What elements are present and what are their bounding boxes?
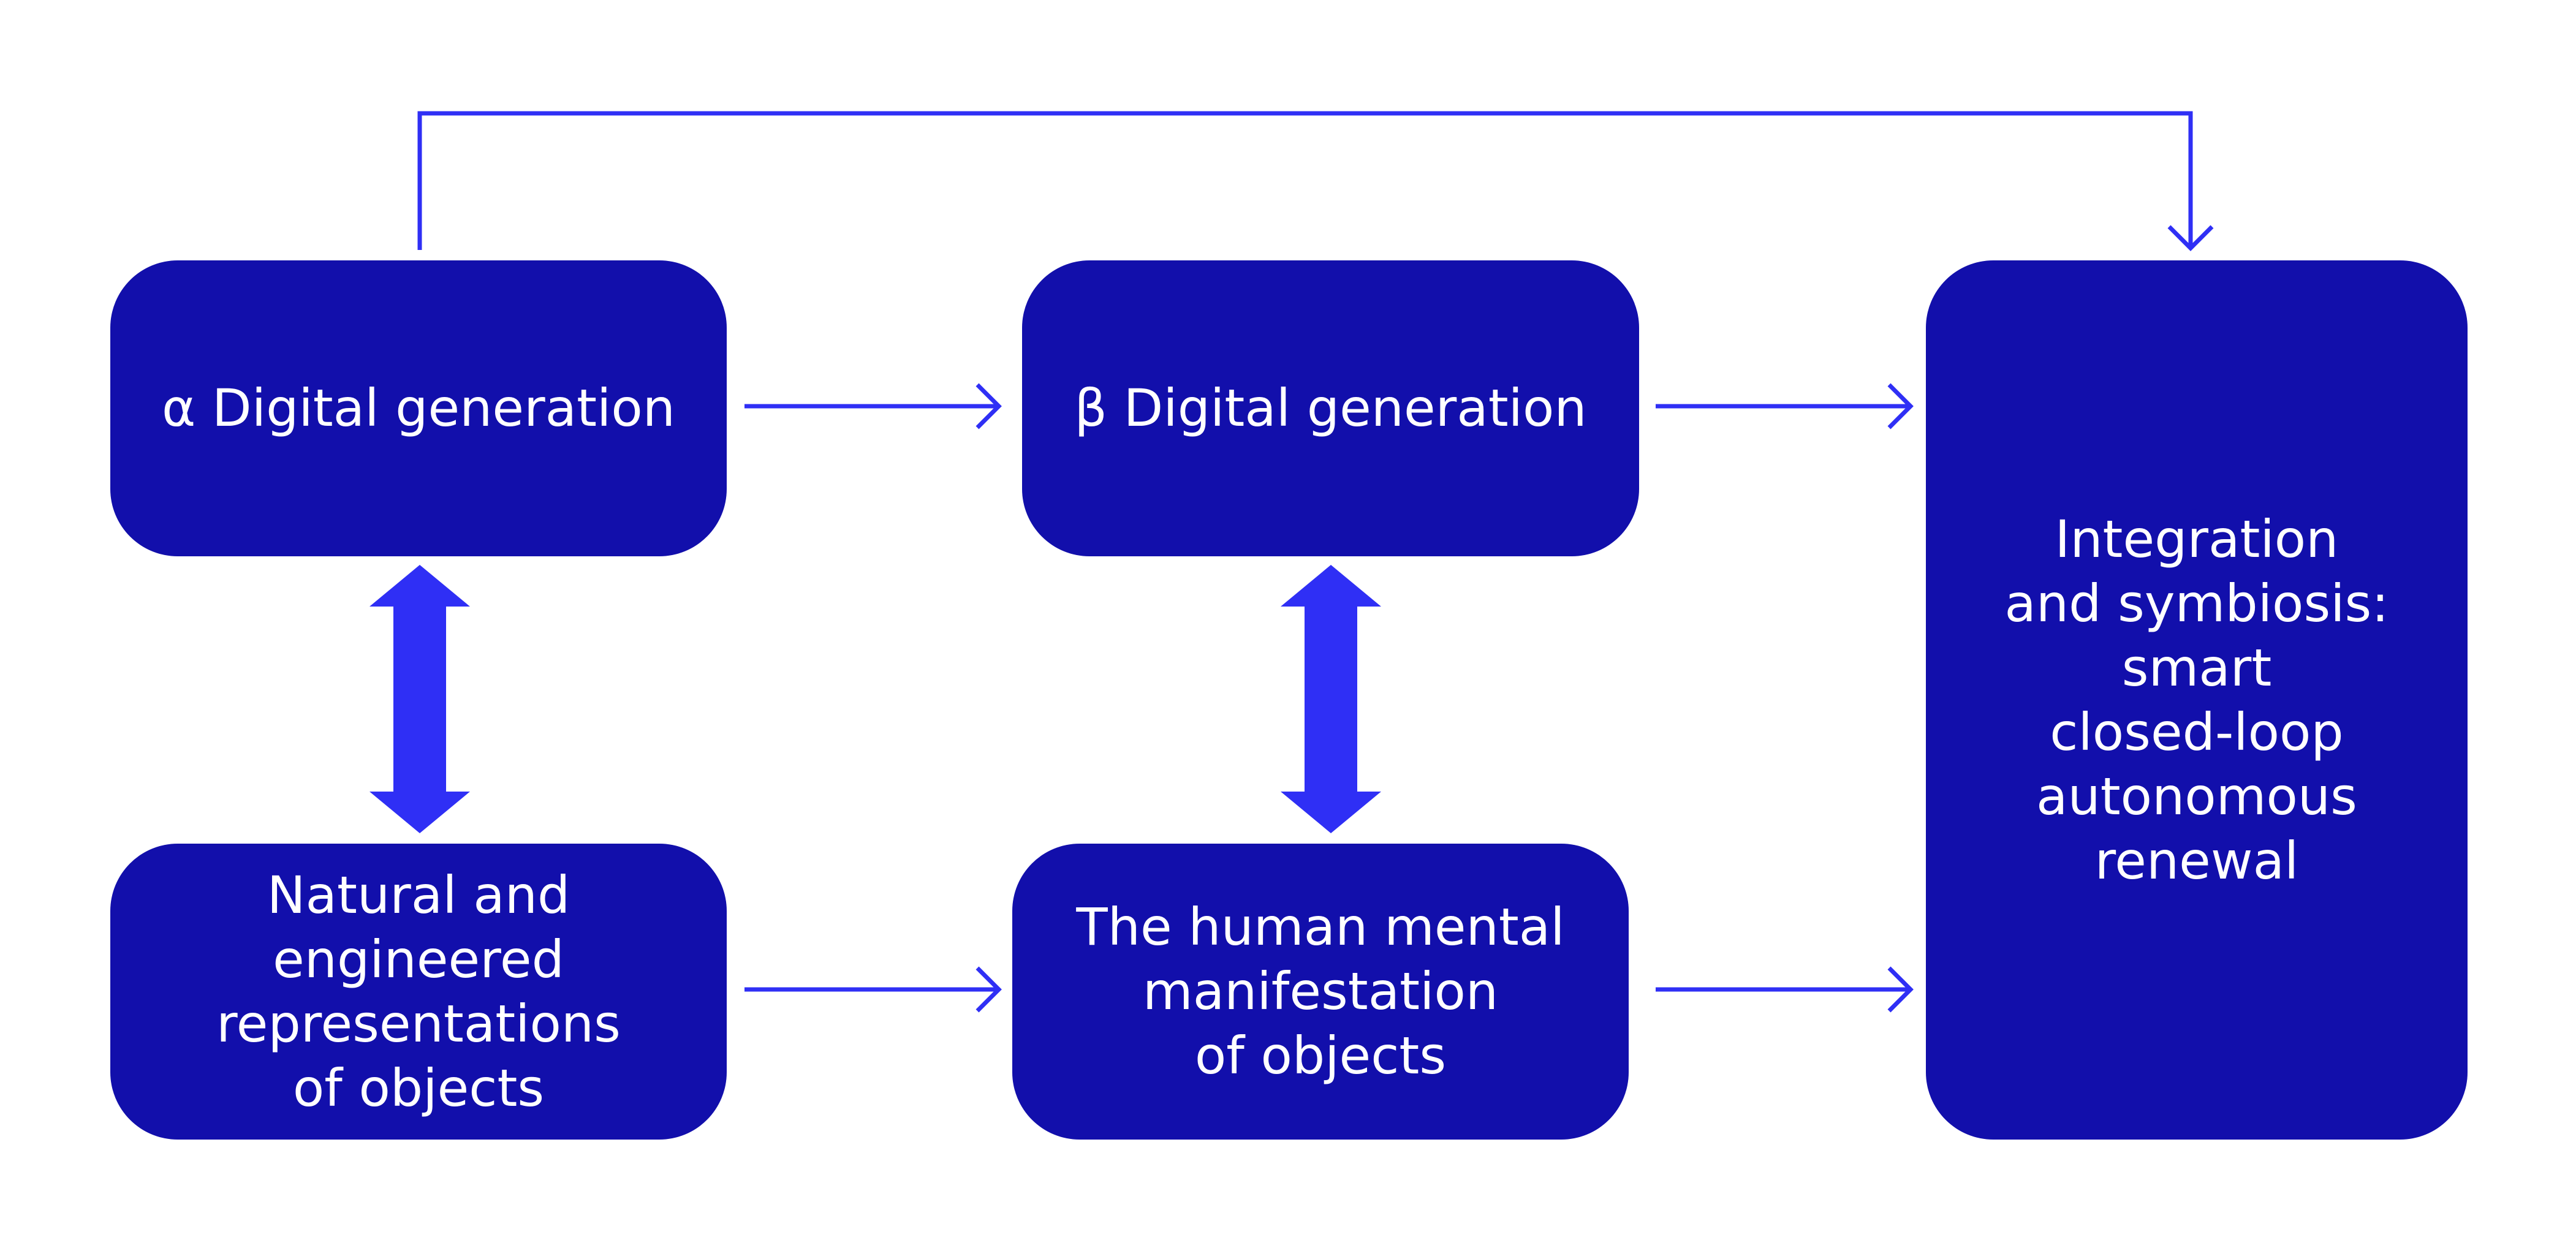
double-arrow-beta-human — [1281, 565, 1381, 833]
arrowhead-alpha-to-integration-loop — [2167, 225, 2214, 251]
arrowhead-natural-to-human — [975, 966, 1002, 1013]
human-mental-manifestation-box: The human mental manifestation of object… — [1012, 844, 1629, 1140]
alpha-digital-generation-box: α Digital generation — [110, 260, 727, 556]
alpha-digital-generation-label: α Digital generation — [161, 378, 676, 438]
arrow-alpha-to-integration-loop — [417, 111, 2193, 250]
double-arrow-alpha-natural — [369, 565, 470, 833]
beta-digital-generation-label: β Digital generation — [1074, 378, 1587, 438]
natural-engineered-representations-label: Natural and engineered representations o… — [216, 864, 621, 1118]
beta-digital-generation-box: β Digital generation — [1022, 260, 1639, 556]
arrowhead-beta-to-integration — [1887, 383, 1914, 429]
integration-symbiosis-label: Integration and symbiosis: smart closed-… — [2004, 509, 2389, 891]
arrowhead-alpha-to-beta — [975, 383, 1002, 429]
integration-symbiosis-box: Integration and symbiosis: smart closed-… — [1926, 260, 2468, 1140]
human-mental-manifestation-label: The human mental manifestation of object… — [1076, 897, 1565, 1086]
arrowhead-human-to-integration — [1887, 966, 1914, 1013]
natural-engineered-representations-box: Natural and engineered representations o… — [110, 844, 727, 1140]
